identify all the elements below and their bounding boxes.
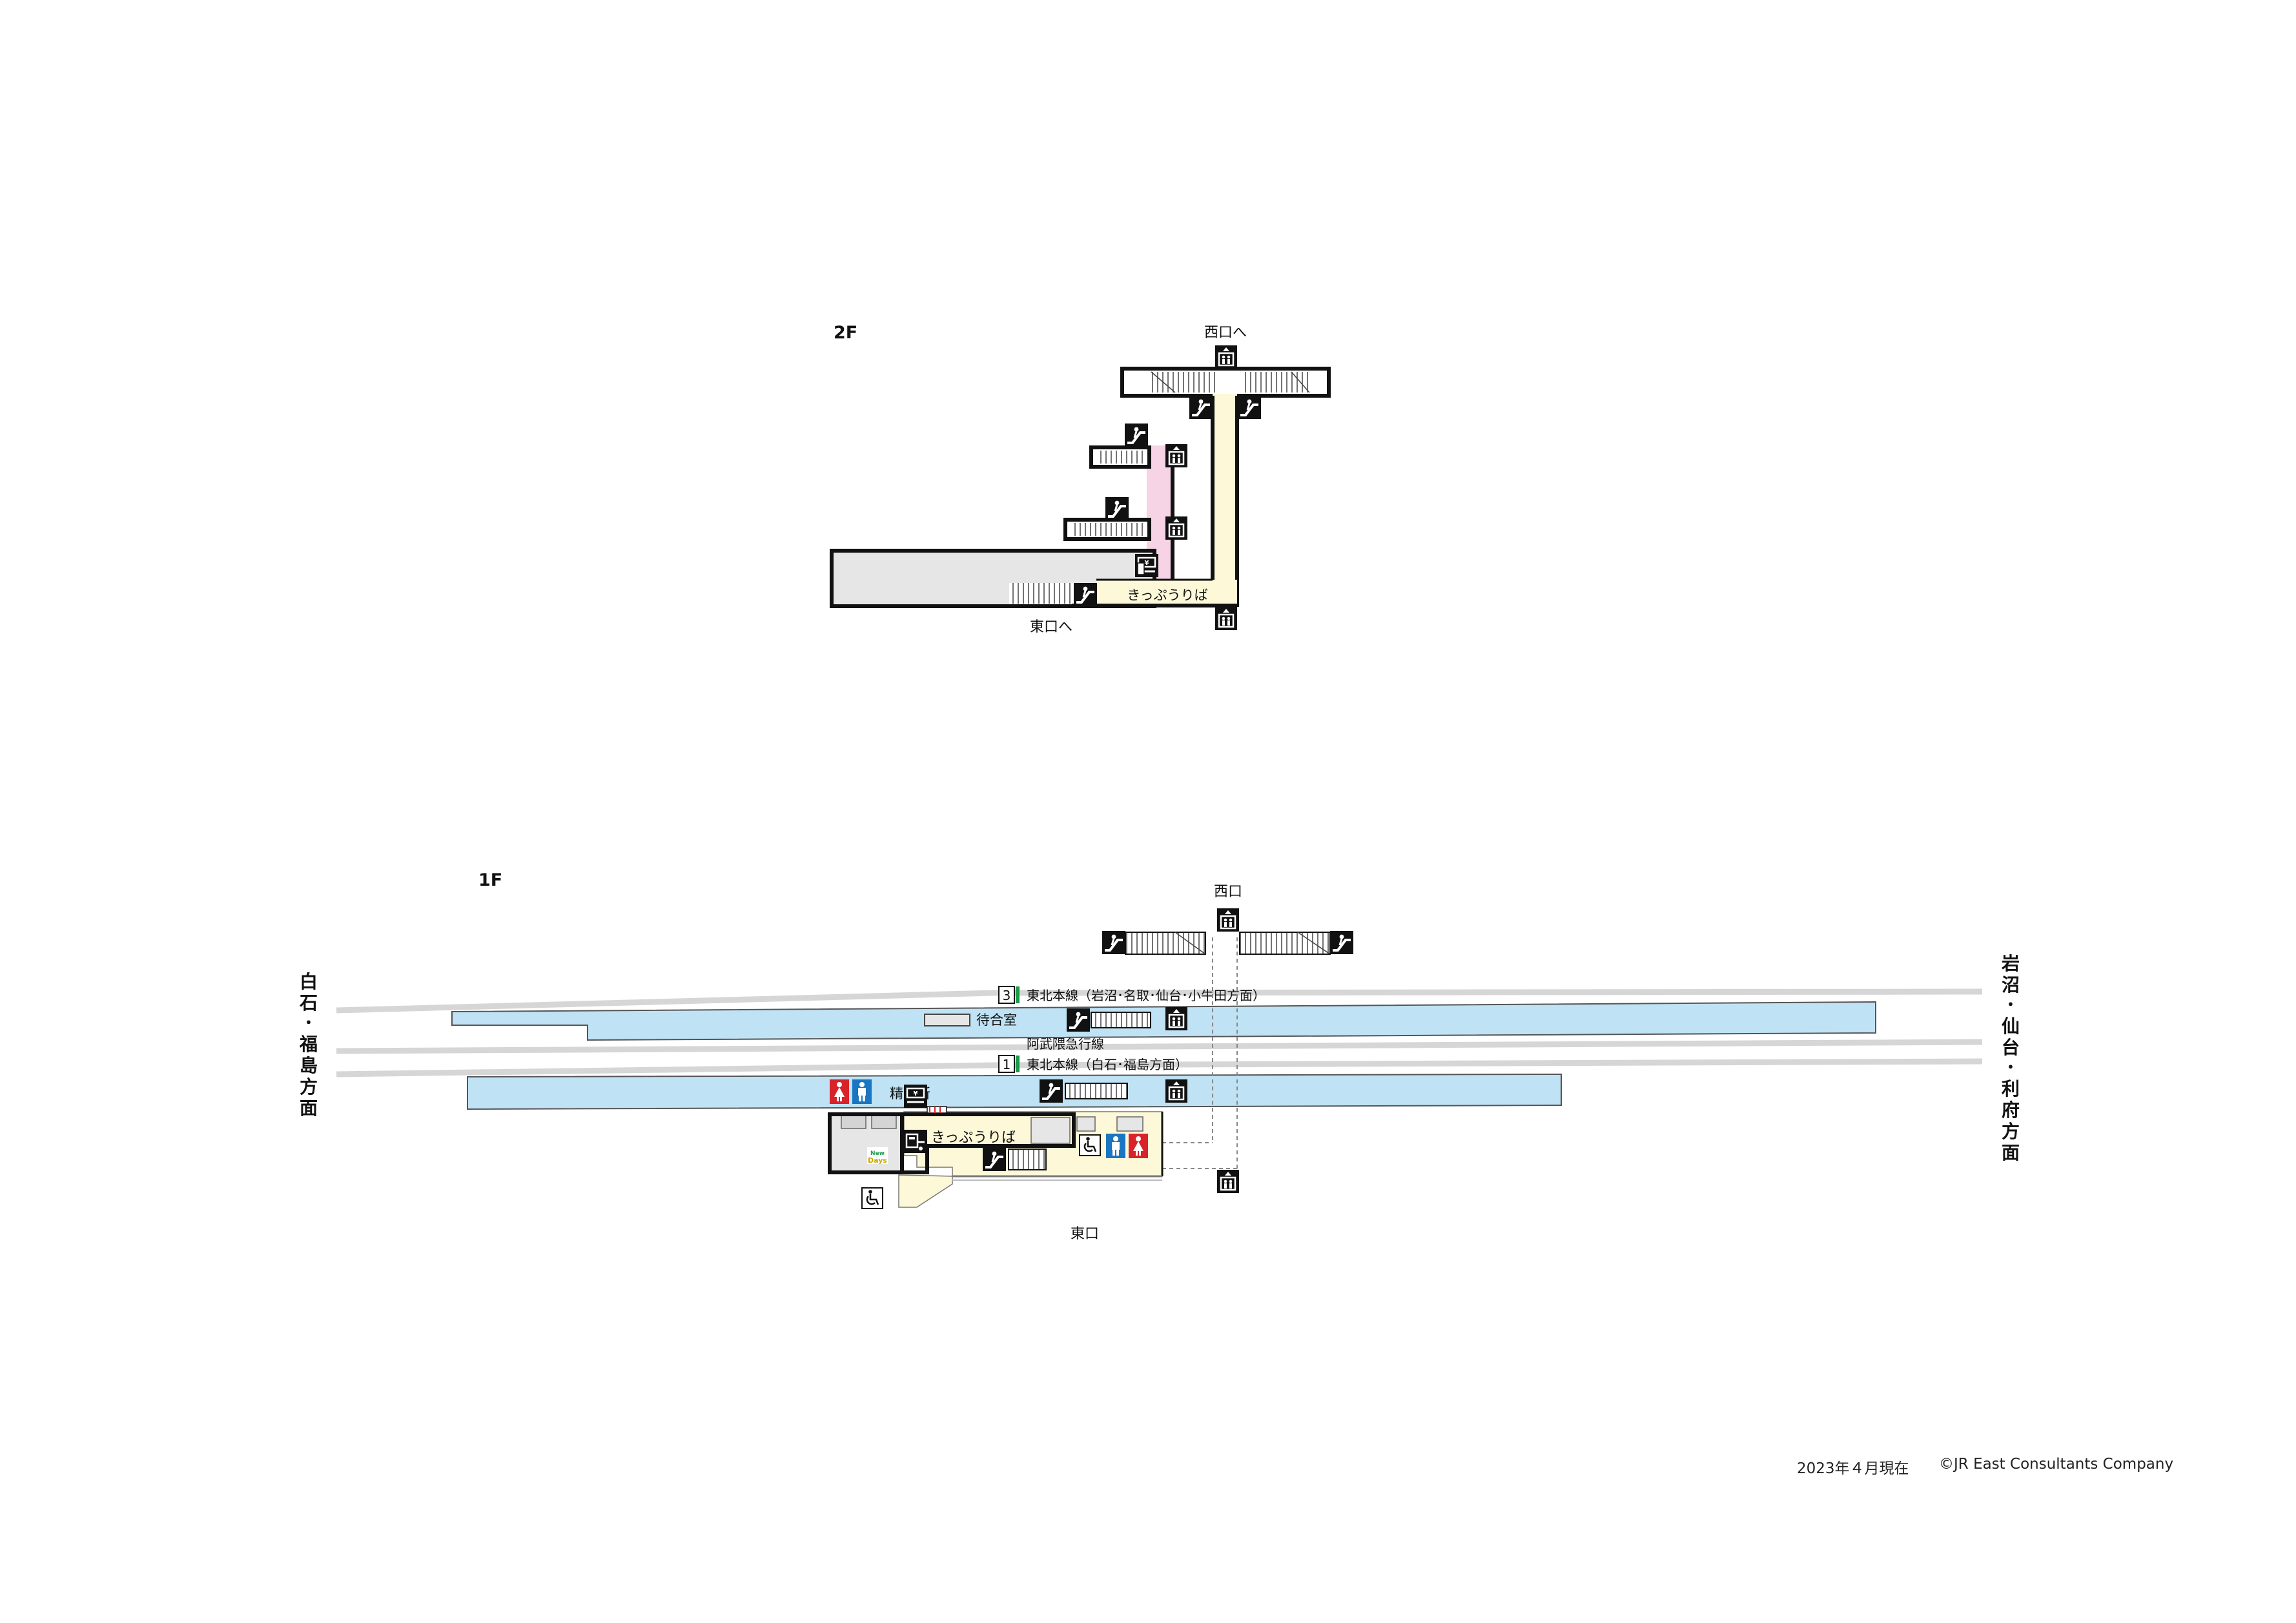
platform-upper [451,1001,1876,1041]
wheelchair-icon [861,1187,884,1210]
west-bridge-stairs-left[interactable] [1151,372,1219,393]
east-stairs-1f[interactable] [1008,1148,1047,1170]
ticket-area-label-1f: きっぷうりば [931,1130,1016,1146]
floor-2f: 2F 西口へ [830,323,1331,635]
lower-platform-stairs[interactable] [1065,1083,1128,1099]
direction-right-char: 岩 [2001,953,2020,974]
fare-adjustment-icon[interactable] [903,1083,928,1109]
escalator-icon[interactable] [1101,930,1127,955]
direction-right: 岩 沼 ･ 仙 台 ･ 利 府 方 面 [2001,953,2020,1163]
track3-line-label: 東北本線（岩沼･名取･仙台･小牛田方面） [1027,988,1266,1003]
toilet-men-icon [852,1079,872,1104]
direction-right-char: ･ [2006,1057,2015,1078]
west-bridge-stairs-right[interactable] [1242,372,1309,393]
shop-brand-bottom: Days [868,1156,887,1165]
waiting-room [924,1014,970,1026]
elevator-icon[interactable] [1214,344,1238,370]
gate [1137,562,1145,575]
corridor-2f [1213,394,1237,600]
track-abukuma [336,1039,1983,1054]
track3-number: 3 [1003,988,1011,1003]
escalator-icon[interactable] [1123,422,1149,448]
toilet-women-icon [830,1079,849,1104]
elevator-icon[interactable] [1216,907,1240,933]
fare-gate[interactable] [927,1106,947,1114]
east-exit-label: 東口 [1071,1226,1099,1242]
escalator-icon[interactable] [1038,1078,1064,1104]
upper-platform-stairs[interactable] [1091,1012,1151,1028]
ticket-office-outline [830,1112,1076,1174]
direction-left-char: 福 [299,1034,318,1055]
direction-right-char: 仙 [2002,1016,2020,1037]
floor-1f: 1F 西口 3 東北本線（岩沼･名取･仙台･小牛田方面） 阿武隈急行線 1 東北… [336,870,1983,1242]
west-stairs-left[interactable] [1125,932,1206,955]
shop-newdays[interactable] [867,1147,888,1164]
direction-left-char: 面 [300,1097,318,1119]
shop-brand-top: New [870,1150,885,1157]
elevator-icon[interactable] [1214,606,1238,631]
track-1 [336,1058,1983,1077]
track1-number: 1 [1003,1057,1011,1072]
west-exit-to-label: 西口へ [1204,325,1247,341]
elevator-icon[interactable] [1164,443,1189,469]
floor-1f-label: 1F [478,870,502,890]
waiting-room-label: 待合室 [976,1012,1017,1028]
escalator-icon[interactable] [1329,930,1355,955]
elevator-icon[interactable] [1216,1169,1240,1194]
escalator-icon[interactable] [1065,1007,1091,1033]
track1-number-box [998,1055,1015,1073]
direction-right-char: ･ [2006,994,2015,1016]
escalator-icon[interactable] [1072,582,1098,607]
west-exit-label: 西口 [1214,884,1242,900]
toilet-women-icon [1129,1134,1148,1158]
direction-right-char: 台 [2002,1037,2020,1058]
direction-right-char: 方 [2002,1121,2020,1142]
direction-left-char: 石 [299,992,318,1014]
track-3 [336,988,1983,1014]
wheelchair-icon [1078,1134,1102,1157]
direction-left-char: ･ [304,1012,313,1034]
east-exit-to-label: 東口へ [1030,619,1072,635]
direction-right-char: 利 [2002,1078,2020,1099]
direction-left: 白 石 ･ 福 島 方 面 [299,971,318,1119]
abukuma-line-label: 阿武隈急行線 [1027,1036,1104,1052]
ticket-concourse-2f [1096,580,1237,606]
toilet-men-icon [1106,1134,1125,1158]
direction-left-char: 白 [300,971,318,992]
footer-date: 2023年４月現在 [1797,1460,1909,1477]
direction-left-char: 島 [300,1055,318,1076]
east-stairs-2f[interactable] [1009,583,1080,604]
escalator-icon[interactable] [981,1147,1007,1172]
line-color-bar [1016,986,1020,1003]
footer-copyright: ©JR East Consultants Company [1939,1456,2174,1473]
ramp [898,1174,953,1208]
stairs-lower[interactable] [1072,523,1143,536]
line-color-bar [1016,1056,1020,1072]
escalator-icon[interactable] [1104,496,1130,522]
west-stairs-right[interactable] [1239,932,1331,955]
direction-left-char: 方 [300,1076,318,1097]
elevator-icon[interactable] [1164,1006,1189,1032]
elevator-icon[interactable] [1164,1078,1189,1104]
ticket-area-label-2f: きっぷうりば [1127,587,1207,603]
direction-right-char: 府 [2002,1099,2020,1121]
elevator-icon[interactable] [1164,515,1189,541]
escalator-icon[interactable] [1236,394,1262,420]
direction-right-char: 面 [2002,1142,2020,1163]
stairs-upper[interactable] [1098,451,1143,464]
track3-number-box [998,986,1015,1004]
floor-2f-label: 2F [834,323,857,343]
track1-line-label: 東北本線（白石･福島方面） [1027,1057,1188,1072]
platform-lower [467,1073,1562,1110]
escalator-icon[interactable] [1188,394,1214,420]
direction-right-char: 沼 [2002,974,2020,995]
ticket-machine-icon[interactable] [903,1128,928,1154]
